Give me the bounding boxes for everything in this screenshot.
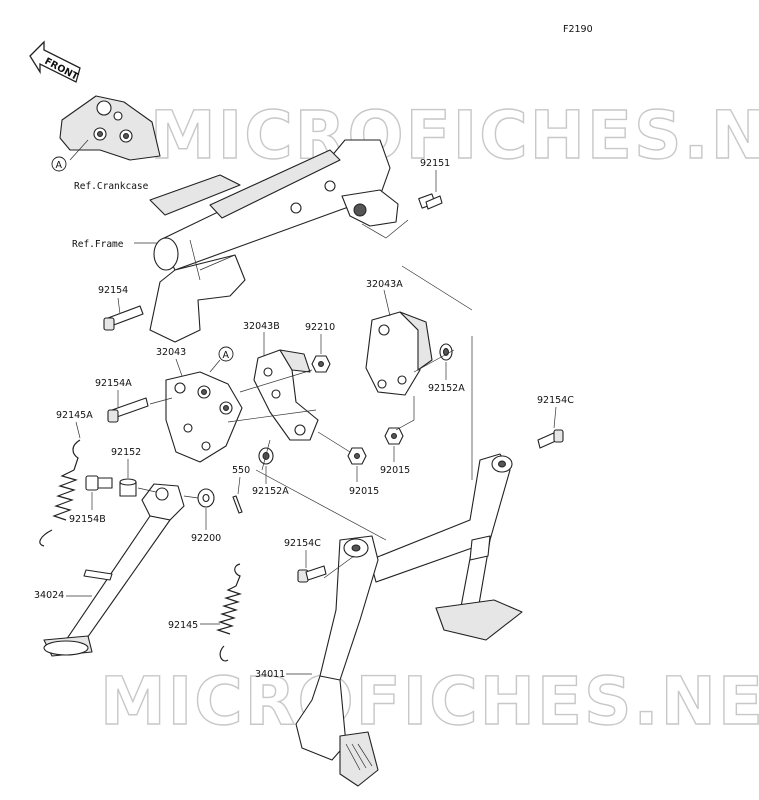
label-92154: 92154 xyxy=(98,285,128,296)
label-92152A-mid: 92152A xyxy=(252,486,289,497)
crankcase-reference xyxy=(59,95,161,161)
spring-92145A xyxy=(39,439,81,547)
label-92210: 92210 xyxy=(305,322,335,333)
label-92015-a: 92015 xyxy=(380,465,410,476)
bolt-92151 xyxy=(418,193,443,210)
label-92154C-mid: 92154C xyxy=(284,538,321,549)
pin-550 xyxy=(232,495,243,514)
label-92151: 92151 xyxy=(420,158,450,169)
svg-text:A: A xyxy=(56,160,63,171)
label-34024: 34024 xyxy=(34,590,64,601)
front-arrow-icon: FRONT xyxy=(29,40,81,83)
ref-frame-label: Ref.Frame xyxy=(72,239,124,250)
collar-92152 xyxy=(119,478,137,497)
label-32043B: 32043B xyxy=(243,321,280,332)
bolt-92154B xyxy=(85,475,113,491)
label-92200: 92200 xyxy=(191,533,221,544)
nut-92210 xyxy=(311,355,331,373)
circle-a-marker-mid: A xyxy=(218,346,234,362)
bracket-32043 xyxy=(165,371,243,463)
ref-crankcase-label: Ref.Crankcase xyxy=(74,181,149,192)
nut-92015-a xyxy=(384,427,404,445)
nut-92015-b xyxy=(347,447,367,465)
washer-92200 xyxy=(197,488,215,508)
label-92152: 92152 xyxy=(111,447,141,458)
bolt-92154 xyxy=(103,305,144,331)
watermark-top: MICROFICHES.NET xyxy=(150,97,759,174)
label-92154B: 92154B xyxy=(69,514,106,525)
center-stand-34011 xyxy=(295,453,523,787)
watermark-bottom: MICROFICHES.NET xyxy=(100,663,759,740)
frame-reference xyxy=(149,139,399,343)
label-92145: 92145 xyxy=(168,620,198,631)
label-32043A: 32043A xyxy=(366,279,403,290)
bracket-32043A xyxy=(365,311,433,396)
label-92015-b: 92015 xyxy=(349,486,379,497)
bolt-92154C-right xyxy=(537,429,564,449)
spring-92145 xyxy=(215,563,243,662)
assembly-leader-lines xyxy=(137,219,473,579)
figure-code: F2190 xyxy=(563,24,593,35)
label-92152A-right: 92152A xyxy=(428,383,465,394)
side-stand-34024 xyxy=(43,483,185,657)
bolt-92154A xyxy=(107,397,149,423)
label-92145A: 92145A xyxy=(56,410,93,421)
svg-text:A: A xyxy=(223,350,230,361)
label-32043: 32043 xyxy=(156,347,186,358)
label-34011: 34011 xyxy=(255,669,285,680)
label-92154A: 92154A xyxy=(95,378,132,389)
label-92154C-right: 92154C xyxy=(537,395,574,406)
bracket-32043B xyxy=(253,349,319,441)
bolt-92154C-mid xyxy=(297,565,327,583)
circle-a-marker-top: A xyxy=(51,156,67,172)
label-550: 550 xyxy=(232,465,250,476)
